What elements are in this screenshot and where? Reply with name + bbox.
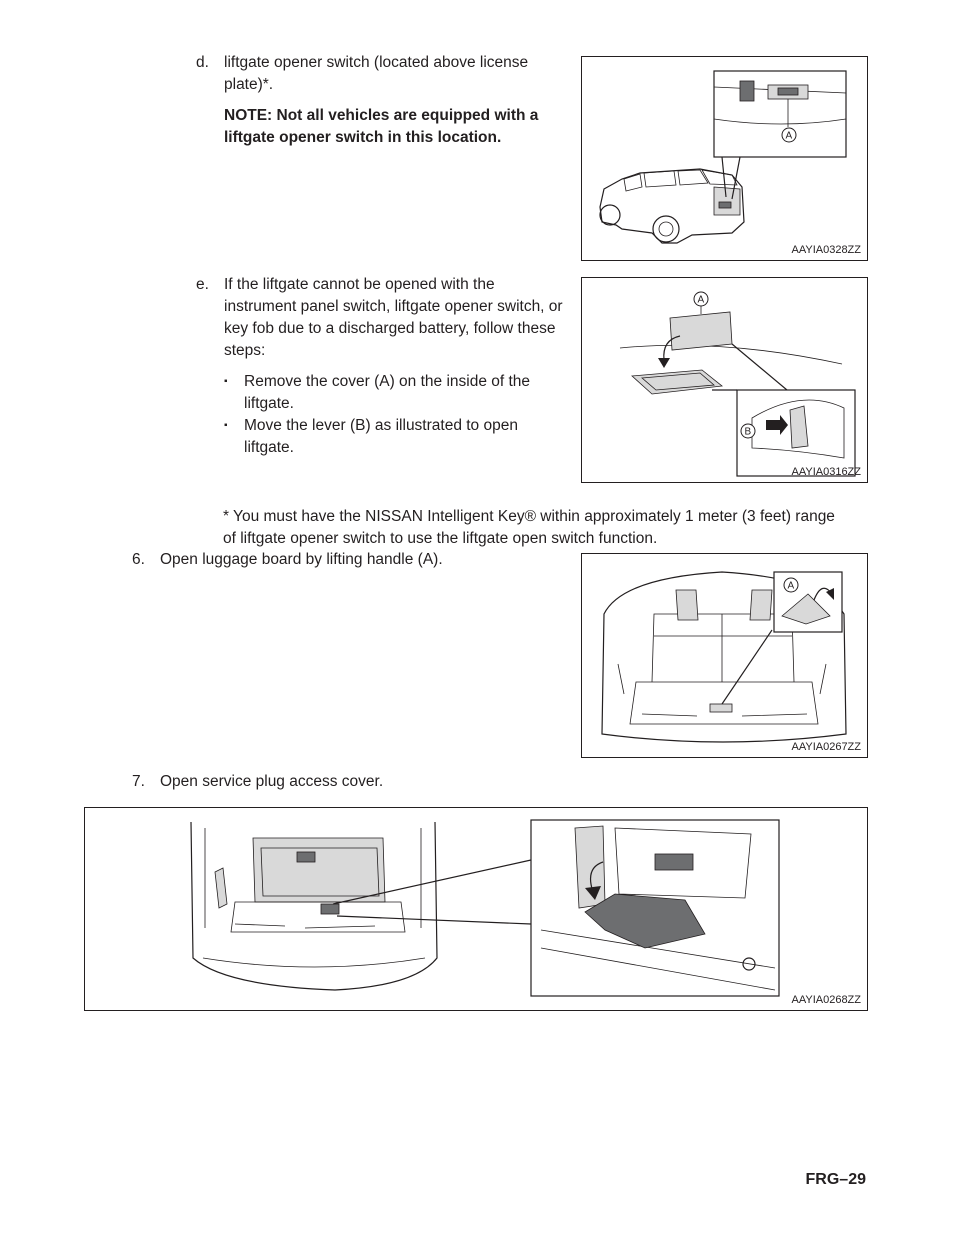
bullet-text: Move the lever (B) as illustrated to ope… (244, 417, 518, 456)
bullet-icon: ▪ (224, 376, 228, 387)
step-d: d. liftgate opener switch (located above… (196, 52, 576, 149)
step-6: 6. Open luggage board by lifting handle … (132, 549, 552, 571)
callout-a: A (786, 131, 793, 142)
step-e-text: If the liftgate cannot be opened with th… (224, 276, 563, 359)
step-d-text: liftgate opener switch (located above li… (224, 54, 529, 93)
bullet-text: Remove the cover (A) on the inside of th… (244, 373, 531, 412)
footnote: * You must have the NISSAN Intelligent K… (223, 508, 835, 547)
step-e: e. If the liftgate cannot be opened with… (196, 274, 571, 459)
step-d-note: NOTE: Not all vehicles are equipped with… (224, 107, 539, 146)
step-6-marker: 6. (132, 551, 145, 568)
figure-luggage-board: A AAYIA0267ZZ (581, 553, 868, 758)
callout-a: A (788, 581, 795, 592)
callout-a: A (698, 295, 705, 306)
figure-code: AAYIA0316ZZ (791, 466, 862, 478)
list-item: ▪ Remove the cover (A) on the inside of … (224, 371, 571, 415)
bullet-icon: ▪ (224, 420, 228, 431)
figure-code: AAYIA0267ZZ (791, 741, 862, 753)
figure-code: AAYIA0328ZZ (791, 244, 862, 256)
step-7: 7. Open service plug access cover. (132, 771, 552, 793)
list-item: ▪ Move the lever (B) as illustrated to o… (224, 415, 571, 459)
page-number: FRG–29 (805, 1171, 866, 1188)
step-e-marker: e. (196, 276, 209, 293)
figure-code: AAYIA0268ZZ (791, 994, 862, 1006)
figure-liftgate-lever: A B AAYIA0316ZZ (581, 277, 868, 483)
step-7-text: Open service plug access cover. (160, 773, 384, 790)
step-6-text: Open luggage board by lifting handle (A)… (160, 551, 443, 568)
step-7-marker: 7. (132, 773, 145, 790)
step-d-marker: d. (196, 54, 209, 71)
callout-b: B (745, 427, 752, 438)
figure-service-plug-cover: AAYIA0268ZZ (84, 807, 868, 1011)
figure-liftgate-opener-switch: A AAYIA0328ZZ (581, 56, 868, 261)
